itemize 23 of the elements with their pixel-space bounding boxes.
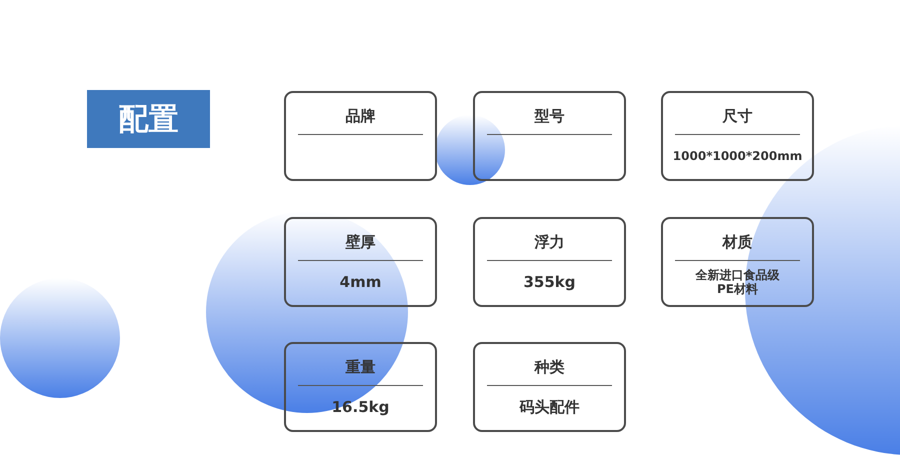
spec-label: 品牌: [344, 107, 376, 126]
spec-label: 型号: [534, 107, 566, 126]
spec-label: 浮力: [534, 233, 566, 252]
spec-label: 种类: [533, 358, 566, 377]
spec-card: [284, 342, 437, 432]
spec-card: [284, 91, 437, 181]
spec-value: 1000*1000*200mm: [672, 148, 804, 166]
spec-label: 壁厚: [344, 233, 376, 252]
spec-label: 重量: [344, 358, 376, 377]
spec-card: [473, 342, 626, 432]
spec-value: 355kg: [522, 272, 577, 294]
spec-card: [284, 217, 437, 307]
spec-label: 尺寸: [721, 107, 754, 126]
spec-value: 16.5kg: [330, 397, 390, 418]
spec-value: 4mm: [338, 272, 382, 294]
spec-card: [661, 91, 814, 181]
spec-card: [661, 217, 814, 307]
spec-card: [473, 217, 626, 307]
spec-value: 码头配件: [518, 397, 580, 418]
spec-card: [473, 91, 626, 181]
spec-label: 材质: [721, 233, 754, 252]
title-banner: 配置: [87, 90, 210, 148]
spec-value: 全新进口食品级PE材料: [694, 267, 780, 298]
